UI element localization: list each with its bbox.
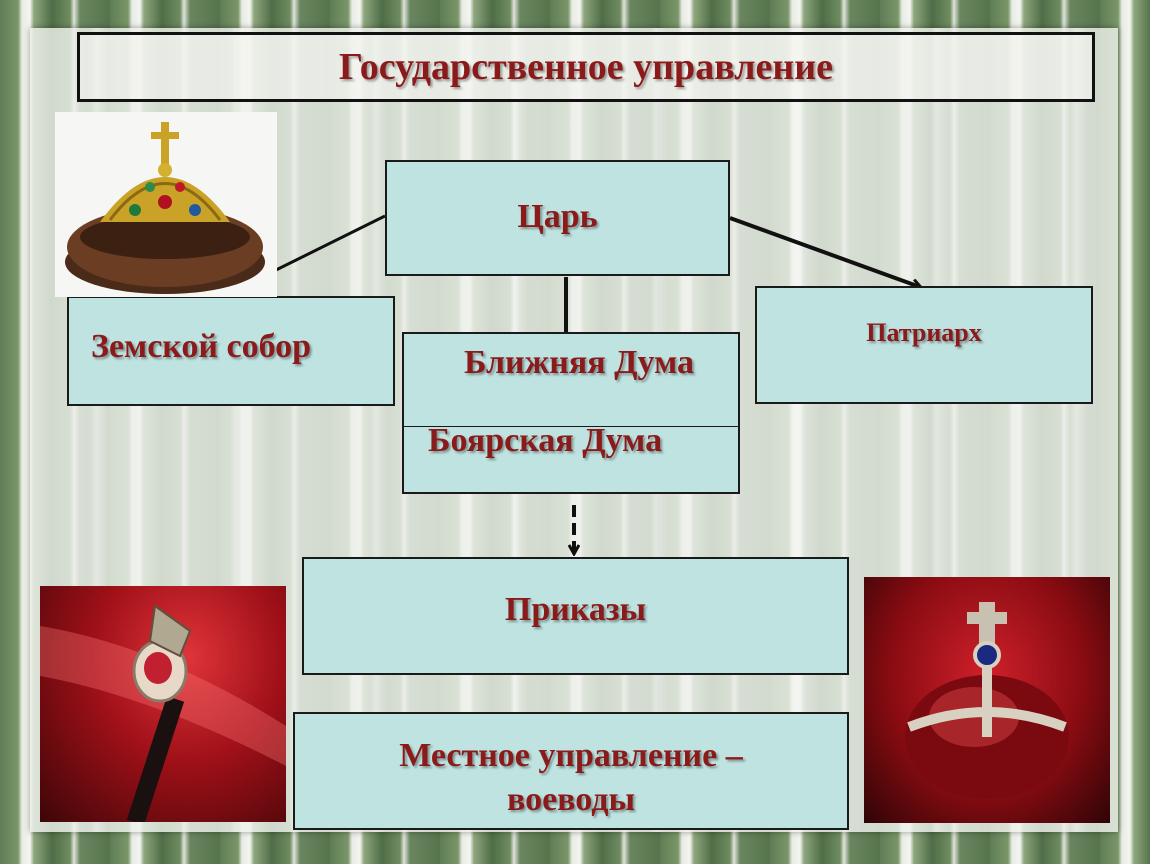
node-local-government: Местное управление – воеводы xyxy=(293,712,849,830)
node-duma: Ближняя Дума Боярская Дума xyxy=(402,332,740,494)
tsar-label: Царь xyxy=(517,198,598,235)
orb-image xyxy=(864,577,1110,823)
node-patriarch: Патриарх xyxy=(755,286,1093,404)
scepter-image xyxy=(40,586,286,822)
node-tsar: Царь xyxy=(385,160,730,276)
monomakh-cap-image xyxy=(55,112,277,297)
zemsky-sobor-label: Земской собор xyxy=(91,328,312,365)
boyar-duma-label: Боярская Дума xyxy=(428,422,663,459)
duma-divider xyxy=(404,426,738,427)
title-box: Государственное управление xyxy=(77,32,1095,102)
patriarch-label: Патриарх xyxy=(866,318,982,347)
prikazy-label: Приказы xyxy=(504,591,647,628)
page-title: Государственное управление xyxy=(338,46,834,88)
near-duma-label: Ближняя Дума xyxy=(463,344,695,381)
node-zemsky-sobor: Земской собор xyxy=(67,296,395,406)
local-government-label-line2: воеводы xyxy=(506,781,636,818)
node-prikazy: Приказы xyxy=(302,557,849,675)
local-government-label-line1: Местное управление – xyxy=(399,737,743,774)
